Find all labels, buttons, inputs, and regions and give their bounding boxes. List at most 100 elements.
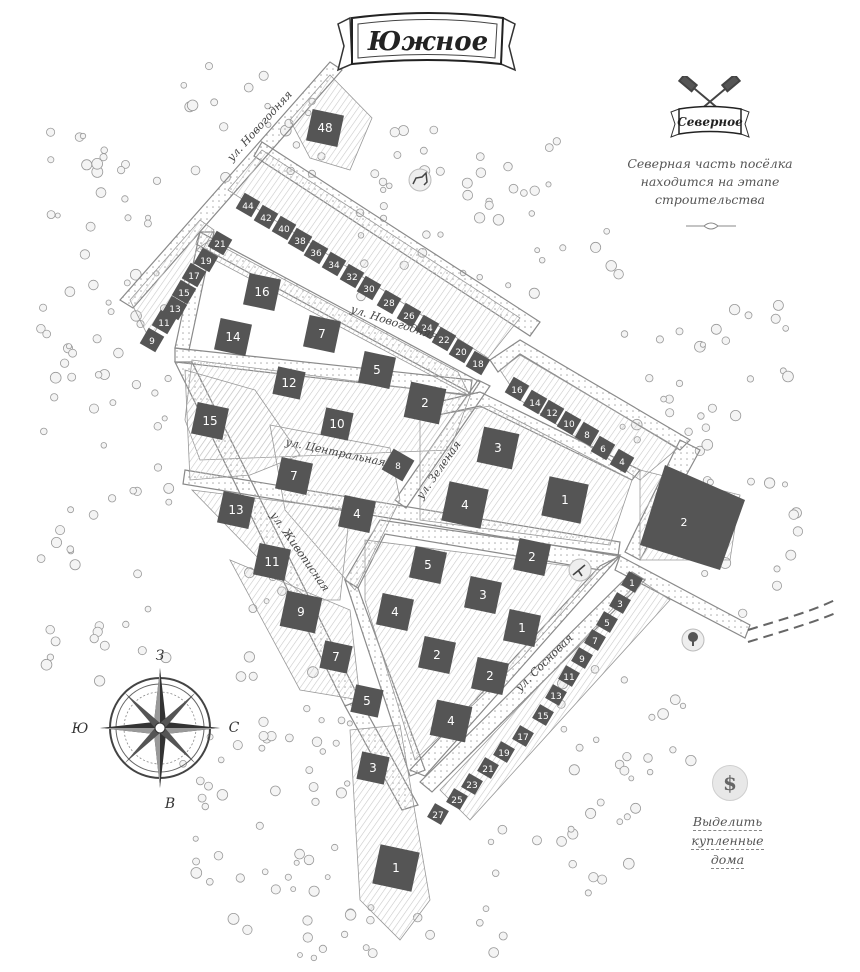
- house-lot[interactable]: 8: [574, 421, 600, 447]
- house-lot[interactable]: 24: [414, 314, 440, 340]
- house-lot[interactable]: 11: [558, 665, 580, 687]
- house-lot[interactable]: 44: [235, 192, 261, 218]
- house-shape[interactable]: [465, 350, 491, 376]
- dollar-icon[interactable]: $: [712, 765, 748, 801]
- house-shape[interactable]: [503, 609, 541, 647]
- house-lot[interactable]: 1: [541, 476, 589, 524]
- house-shape[interactable]: [253, 204, 279, 230]
- house-shape[interactable]: [476, 426, 520, 470]
- house-lot[interactable]: 30: [356, 275, 382, 301]
- house-lot[interactable]: 26: [396, 302, 422, 328]
- house-shape[interactable]: [429, 699, 473, 743]
- house-lot[interactable]: 13: [545, 684, 567, 706]
- house-lot[interactable]: 17: [512, 725, 534, 747]
- house-shape[interactable]: [427, 803, 449, 825]
- house-lot[interactable]: 4: [441, 481, 489, 529]
- northern-part-button[interactable]: Северное: [665, 73, 755, 148]
- house-shape[interactable]: [287, 227, 313, 253]
- house-lot[interactable]: 14: [214, 318, 252, 356]
- house-shape[interactable]: [207, 230, 233, 256]
- house-lot[interactable]: 13: [162, 295, 188, 321]
- house-lot[interactable]: 2: [403, 381, 447, 425]
- house-shape[interactable]: [306, 109, 344, 147]
- house-lot[interactable]: 5: [358, 351, 396, 389]
- house-shape[interactable]: [139, 327, 165, 353]
- house-shape[interactable]: [162, 295, 188, 321]
- house-lot[interactable]: 1: [621, 571, 643, 593]
- house-shape[interactable]: [418, 636, 456, 674]
- house-shape[interactable]: [471, 657, 509, 695]
- house-shape[interactable]: [409, 546, 447, 584]
- house-shape[interactable]: [193, 247, 219, 273]
- house-shape[interactable]: [358, 351, 396, 389]
- house-shape[interactable]: [464, 576, 502, 614]
- house-lot[interactable]: 11: [253, 543, 291, 581]
- house-shape[interactable]: [339, 263, 365, 289]
- house-lot[interactable]: 2: [418, 636, 456, 674]
- house-shape[interactable]: [493, 741, 515, 763]
- house-shape[interactable]: [303, 315, 341, 353]
- house-shape[interactable]: [558, 665, 580, 687]
- house-lot[interactable]: 36: [303, 239, 329, 265]
- house-shape[interactable]: [171, 279, 197, 305]
- house-lot[interactable]: 22: [431, 326, 457, 352]
- house-lot[interactable]: 12: [539, 399, 565, 425]
- house-shape[interactable]: [441, 481, 489, 529]
- house-shape[interactable]: [448, 338, 474, 364]
- house-shape[interactable]: [522, 389, 548, 415]
- house-lot[interactable]: 16: [504, 376, 530, 402]
- house-shape[interactable]: [372, 844, 420, 892]
- house-lot[interactable]: 48: [306, 109, 344, 147]
- house-lot[interactable]: 21: [477, 757, 499, 779]
- house-shape[interactable]: [320, 407, 354, 441]
- house-lot[interactable]: 42: [253, 204, 279, 230]
- house-lot[interactable]: 23: [461, 773, 483, 795]
- house-shape[interactable]: [609, 448, 635, 474]
- house-shape[interactable]: [596, 611, 618, 633]
- house-shape[interactable]: [513, 538, 551, 576]
- house-lot[interactable]: 9: [279, 590, 323, 634]
- house-lot[interactable]: 20: [448, 338, 474, 364]
- house-lot[interactable]: 1: [372, 844, 420, 892]
- house-shape[interactable]: [571, 647, 593, 669]
- house-lot[interactable]: 10: [556, 410, 582, 436]
- house-shape[interactable]: [446, 788, 468, 810]
- house-shape[interactable]: [321, 251, 347, 277]
- house-shape[interactable]: [356, 751, 390, 785]
- house-shape[interactable]: [319, 640, 353, 674]
- house-shape[interactable]: [414, 314, 440, 340]
- house-lot[interactable]: 7: [275, 457, 313, 495]
- house-shape[interactable]: [621, 571, 643, 593]
- house-lot[interactable]: 4: [429, 699, 473, 743]
- house-lot[interactable]: 13: [217, 491, 255, 529]
- house-shape[interactable]: [504, 376, 530, 402]
- house-shape[interactable]: [376, 593, 414, 631]
- house-shape[interactable]: [271, 215, 297, 241]
- house-shape[interactable]: [376, 289, 402, 315]
- house-shape[interactable]: [590, 435, 616, 461]
- house-lot[interactable]: 19: [493, 741, 515, 763]
- house-shape[interactable]: [303, 239, 329, 265]
- house-lot[interactable]: 25: [446, 788, 468, 810]
- house-lot[interactable]: 18: [465, 350, 491, 376]
- house-lot[interactable]: 6: [590, 435, 616, 461]
- house-lot[interactable]: 3: [464, 576, 502, 614]
- house-lot[interactable]: 38: [287, 227, 313, 253]
- house-shape[interactable]: [181, 262, 207, 288]
- house-shape[interactable]: [574, 421, 600, 447]
- house-lot[interactable]: 17: [181, 262, 207, 288]
- highlight-purchased-link[interactable]: Выделить купленные дома: [685, 812, 770, 869]
- house-shape[interactable]: [235, 192, 261, 218]
- house-lot[interactable]: 21: [207, 230, 233, 256]
- house-shape[interactable]: [381, 448, 415, 482]
- house-shape[interactable]: [356, 275, 382, 301]
- house-shape[interactable]: [512, 725, 534, 747]
- house-shape[interactable]: [539, 399, 565, 425]
- house-lot[interactable]: 5: [409, 546, 447, 584]
- house-lot[interactable]: 4: [609, 448, 635, 474]
- lot-2-large[interactable]: [640, 465, 745, 570]
- house-lot[interactable]: 5: [596, 611, 618, 633]
- house-lot[interactable]: 7: [319, 640, 353, 674]
- house-lot[interactable]: 8: [381, 448, 415, 482]
